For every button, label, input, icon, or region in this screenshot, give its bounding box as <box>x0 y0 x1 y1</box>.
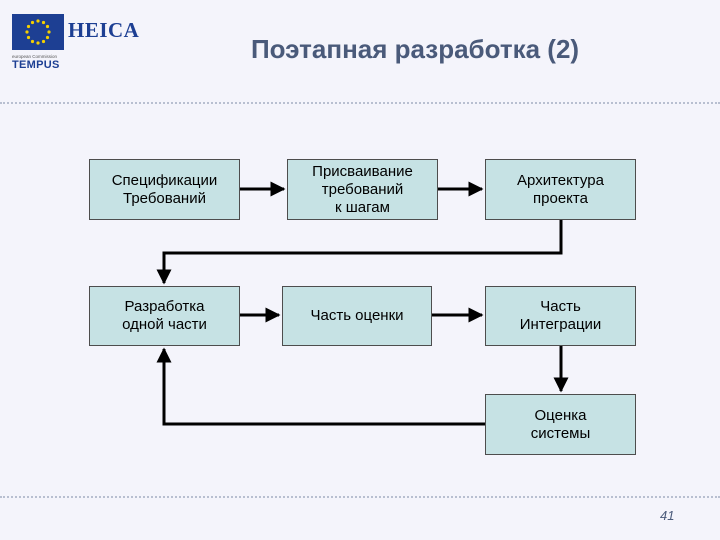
arrow-syseval-to-dev <box>156 347 485 426</box>
tempus-logo-text: TEMPUS <box>12 59 60 71</box>
node-develop-part: Разработка одной части <box>89 286 240 346</box>
node-part-evaluation: Часть оценки <box>282 286 432 346</box>
logo-commission-text: european Commission <box>12 54 58 59</box>
node-part-integration: Часть Интеграции <box>485 286 636 346</box>
page-number: 41 <box>660 508 675 523</box>
node-system-evaluation: Оценка системы <box>485 394 636 455</box>
eu-flag-icon <box>12 14 64 50</box>
top-divider <box>0 102 720 104</box>
arrow-arch-to-dev <box>156 220 563 285</box>
bottom-divider <box>0 496 720 498</box>
heica-tempus-logo: HEICA european Commission TEMPUS <box>8 12 139 72</box>
node-requirements-spec: Спецификации Требований <box>89 159 240 220</box>
slide-title: Поэтапная разработка (2) <box>250 34 580 64</box>
node-project-architecture: Архитектура проекта <box>485 159 636 220</box>
heica-logo-text: HEICA <box>68 18 140 42</box>
node-assign-requirements: Присваивание требований к шагам <box>287 159 438 220</box>
